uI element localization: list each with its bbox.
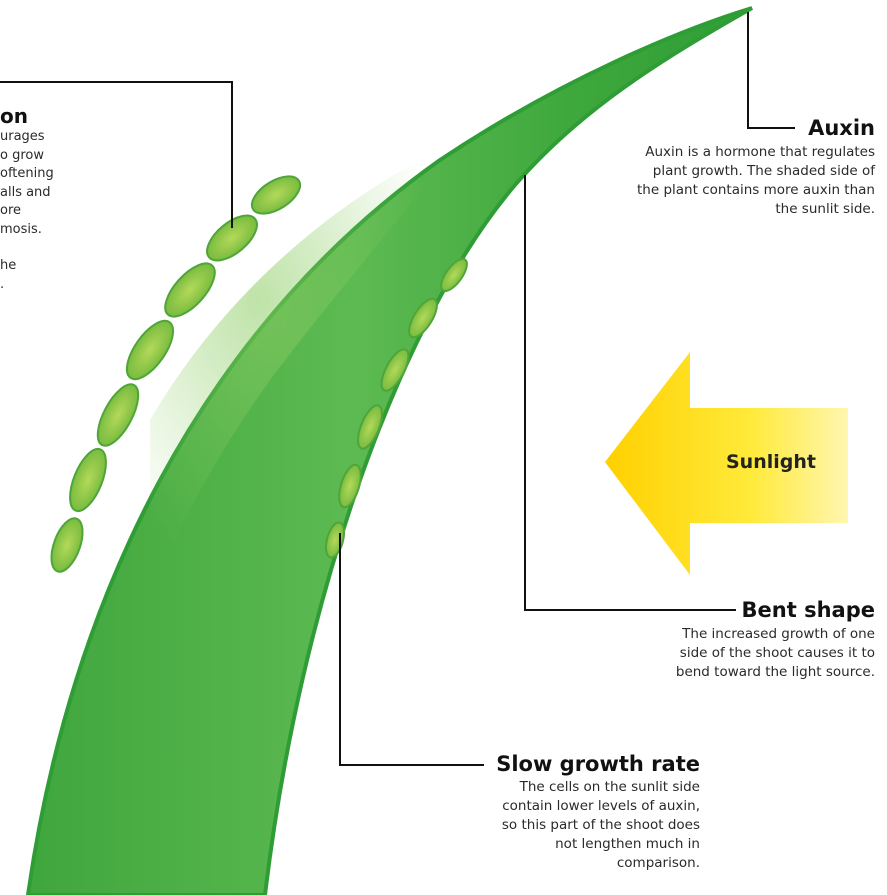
cell — [157, 255, 223, 324]
cell — [246, 169, 307, 221]
label-line — [0, 239, 130, 257]
auxin-body: Auxin is a hormone that regulates plant … — [635, 143, 875, 219]
label-line: . — [0, 276, 130, 295]
label-line: alls and — [0, 184, 130, 203]
cell — [90, 378, 147, 451]
label-line: o grow — [0, 147, 130, 166]
cell — [118, 314, 182, 387]
label-line: mosis. — [0, 221, 130, 240]
label-line: ore — [0, 202, 130, 221]
auxin-leader — [748, 12, 795, 128]
slow-growth-leader — [340, 533, 484, 765]
cell — [45, 514, 89, 576]
slow-growth-label: Slow growth rate The cells on the sunlit… — [470, 752, 700, 873]
cell-elongation-label: on urages o grow oftening alls and ore m… — [0, 104, 130, 294]
slow-growth-title: Slow growth rate — [470, 752, 700, 776]
bent-shape-leader — [525, 175, 736, 610]
cell — [63, 444, 114, 516]
bent-shape-label: Bent shape The increased growth of one s… — [675, 598, 875, 682]
label-line: urages — [0, 128, 130, 147]
sunlight-label: Sunlight — [726, 451, 816, 473]
bent-shape-title: Bent shape — [675, 598, 875, 622]
slow-growth-body: The cells on the sunlit side contain low… — [470, 778, 700, 873]
auxin-title: Auxin — [635, 116, 875, 140]
auxin-label: Auxin Auxin is a hormone that regulates … — [635, 116, 875, 219]
label-body: urages o grow oftening alls and ore mosi… — [0, 128, 130, 294]
label-line: oftening — [0, 165, 130, 184]
bent-shape-body: The increased growth of one side of the … — [675, 625, 875, 682]
label-title: on — [0, 104, 130, 128]
label-line: he — [0, 257, 130, 276]
